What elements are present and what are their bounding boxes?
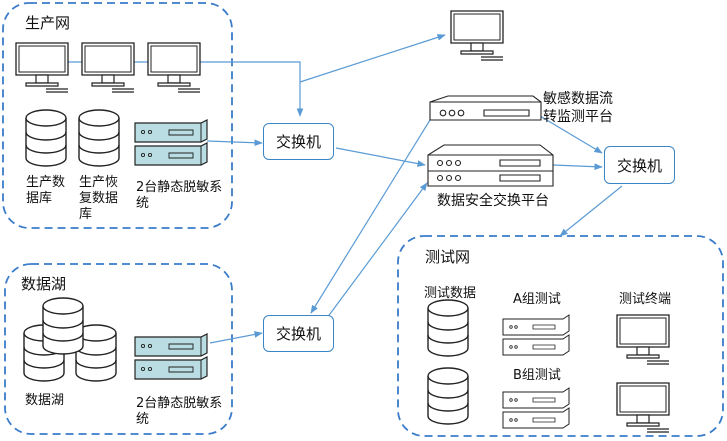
exchange-platform-icon xyxy=(427,144,554,187)
production-desensitizer-icon xyxy=(134,119,208,166)
switch-top: 交换机 xyxy=(263,123,334,160)
link-bottom-switch-to-exchange xyxy=(323,182,428,323)
data-lake-db-label: 数据湖 xyxy=(25,393,65,408)
link-exchange-to-right-switch xyxy=(552,163,603,171)
link-lake-device-to-switch xyxy=(209,331,263,344)
test-terminal-1-icon xyxy=(616,314,670,365)
monitor-platform-icon xyxy=(429,95,542,121)
test-database-2-icon xyxy=(427,367,469,425)
production-desensitizer-label: 2台静态脱敏系 统 xyxy=(136,180,223,211)
production-monitor-2-icon xyxy=(81,42,135,93)
production-database-icon xyxy=(25,109,67,167)
zone-data-lake xyxy=(4,263,233,435)
production-monitor-3-icon xyxy=(147,42,201,93)
switch-bottom: 交换机 xyxy=(263,315,334,352)
recovery-database-label: 生产恢 复数据 库 xyxy=(79,175,119,222)
test-terminal-2-icon xyxy=(616,382,670,433)
zone-production xyxy=(2,2,233,229)
link-top-switch-to-monitor xyxy=(299,34,446,83)
group-b-label: B组测试 xyxy=(513,368,561,383)
group-b-device-icon xyxy=(502,387,570,429)
test-terminal-label: 测试终端 xyxy=(619,292,672,307)
production-database-label: 生产数 据库 xyxy=(26,175,66,206)
zone-test-title: 测试网 xyxy=(425,248,471,266)
production-monitor-1-icon xyxy=(15,42,69,93)
standalone-monitor-icon xyxy=(450,10,504,61)
zone-production-title: 生产网 xyxy=(25,14,71,32)
data-lake-db-3-icon xyxy=(42,297,84,355)
switch-right: 交换机 xyxy=(604,146,675,184)
zone-data-lake-title: 数据湖 xyxy=(21,275,67,293)
link-top-switch-to-exchange xyxy=(335,147,426,167)
link-monitor-to-right-switch xyxy=(539,115,603,154)
link-monitor-to-bottom-switch xyxy=(310,119,431,314)
test-data-label: 测试数据 xyxy=(424,286,477,301)
lake-desensitizer-label: 2台静态脱敏系 统 xyxy=(136,396,223,427)
exchange-platform-label: 数据安全交换平台 xyxy=(437,193,549,209)
lake-desensitizer-icon xyxy=(134,333,208,380)
group-a-label: A组测试 xyxy=(513,292,561,307)
test-database-1-icon xyxy=(427,299,469,357)
group-a-device-icon xyxy=(502,314,570,356)
link-right-switch-to-test xyxy=(559,185,623,237)
monitor-platform-label: 敏感数据流 转监测平台 xyxy=(543,91,613,125)
link-prod-device-to-switch xyxy=(206,139,263,147)
recovery-database-icon xyxy=(78,109,120,167)
